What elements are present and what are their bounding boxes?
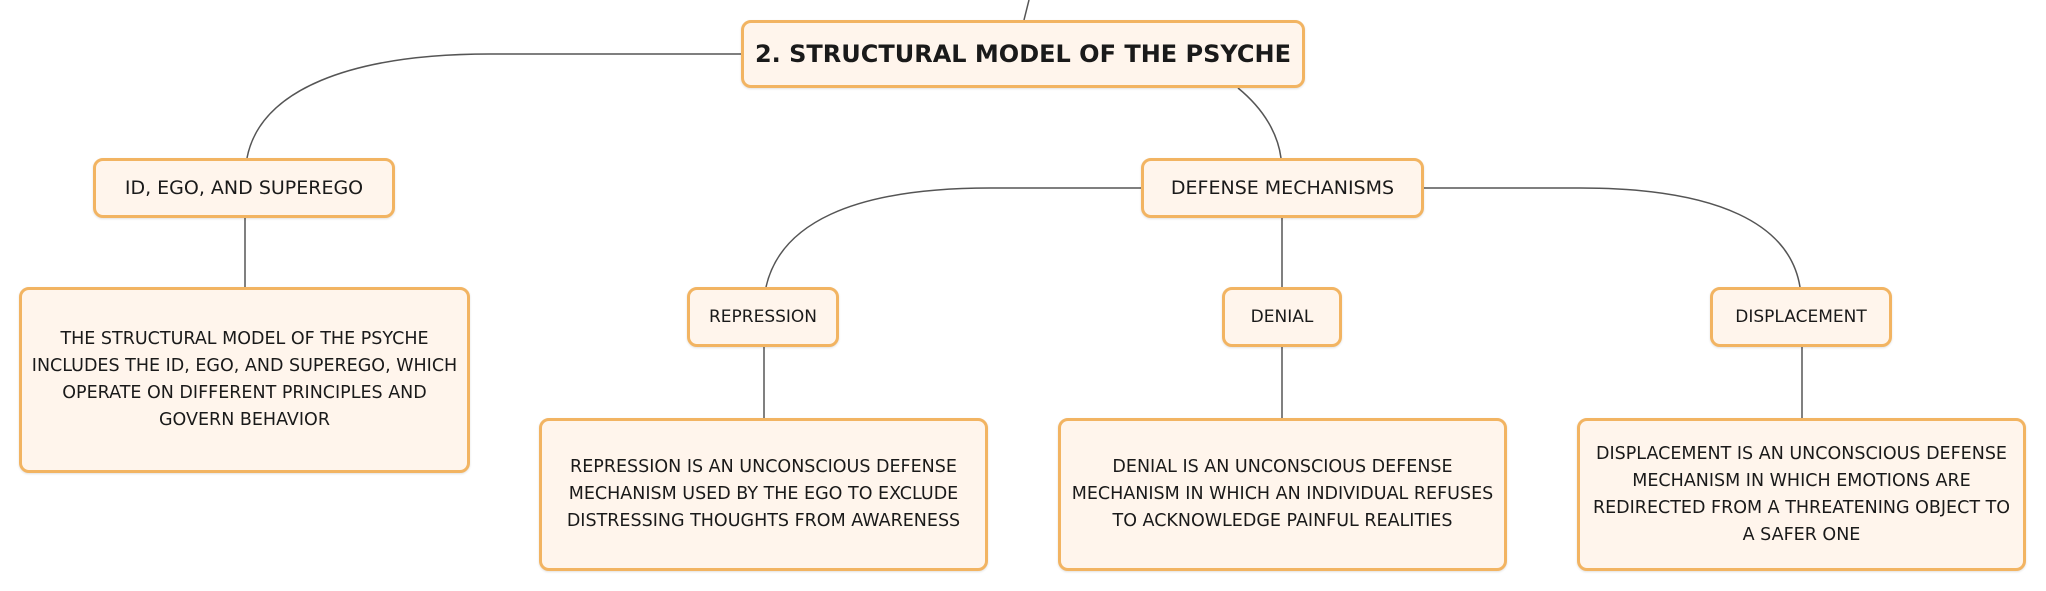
connector-parent-to-title [1023,0,1030,21]
node-id-ego-superego-description[interactable]: THE STRUCTURAL MODEL OF THE PSYCHE INCLU… [19,287,470,473]
node-denial-description-text: DENIAL IS AN UNCONSCIOUS DEFENSE MECHANI… [1071,457,1494,531]
node-title[interactable]: 2. STRUCTURAL MODEL OF THE PSYCHE [741,20,1305,88]
node-title-text: 2. STRUCTURAL MODEL OF THE PSYCHE [754,40,1292,68]
node-defense-mechanisms-label: DEFENSE MECHANISMS [1170,177,1395,199]
node-repression[interactable]: REPRESSION [687,287,839,347]
node-displacement-description-text: DISPLACEMENT IS AN UNCONSCIOUS DEFENSE M… [1592,443,2011,545]
connector-defense-to-displacement [1423,187,1801,288]
node-repression-label: REPRESSION [708,307,818,327]
node-id-ego-superego[interactable]: ID, EGO, AND SUPEREGO [93,158,395,218]
node-denial-description[interactable]: DENIAL IS AN UNCONSCIOUS DEFENSE MECHANI… [1058,418,1507,571]
node-repression-description[interactable]: REPRESSION IS AN UNCONSCIOUS DEFENSE MEC… [539,418,988,571]
node-denial[interactable]: DENIAL [1222,287,1342,347]
node-id-ego-superego-description-text: THE STRUCTURAL MODEL OF THE PSYCHE INCLU… [31,329,458,430]
node-repression-description-text: REPRESSION IS AN UNCONSCIOUS DEFENSE MEC… [566,457,961,531]
connector-title-to-defense [1237,87,1282,159]
node-denial-label: DENIAL [1250,307,1314,327]
node-displacement[interactable]: DISPLACEMENT [1710,287,1892,347]
node-id-ego-superego-label: ID, EGO, AND SUPEREGO [124,177,364,199]
connector-title-to-id-ego [246,53,741,159]
node-displacement-label: DISPLACEMENT [1735,307,1867,327]
node-defense-mechanisms[interactable]: DEFENSE MECHANISMS [1141,158,1424,218]
node-displacement-description[interactable]: DISPLACEMENT IS AN UNCONSCIOUS DEFENSE M… [1577,418,2026,571]
connector-defense-to-repression [765,187,1141,288]
